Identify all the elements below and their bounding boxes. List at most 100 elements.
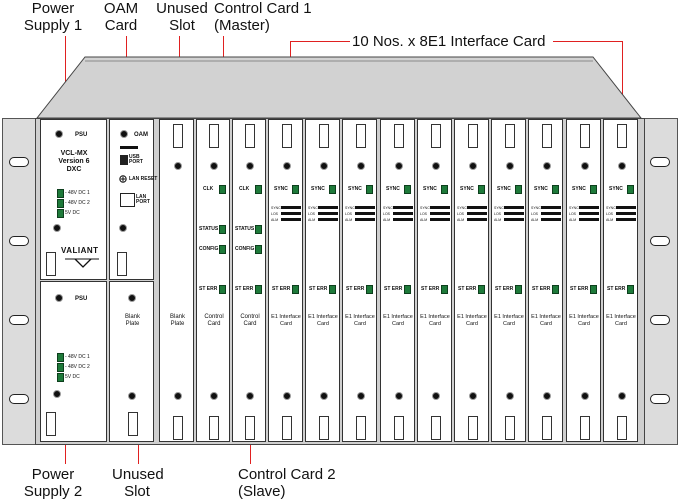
sync-label: SYNC [386, 186, 400, 192]
control-card-label: Control Card [240, 314, 260, 327]
psu1-title: PSU [75, 132, 88, 138]
card-handle[interactable] [542, 124, 552, 148]
led-icon [441, 185, 448, 194]
st-err-label: ST ERR [384, 286, 403, 292]
status-label: STATUS [235, 226, 255, 232]
card-handle[interactable] [173, 416, 183, 440]
e1-card-label: E1 Interface Card [383, 314, 413, 327]
port-row-label: LOS [271, 212, 279, 216]
card-handle[interactable] [209, 416, 219, 440]
screw-icon [119, 224, 127, 232]
led-icon [627, 285, 634, 294]
st-err-label: ST ERR [421, 286, 440, 292]
st-err-label: ST ERR [532, 286, 551, 292]
card-handle[interactable] [431, 124, 441, 148]
sync-label: SYNC [460, 186, 474, 192]
e1-card-label: E1 Interface Card [494, 314, 524, 327]
card-handle[interactable] [209, 124, 219, 148]
card-handle[interactable] [617, 416, 627, 440]
led-icon [57, 373, 64, 382]
port-row-label: ALM [606, 218, 614, 222]
card-handle[interactable] [431, 416, 441, 440]
led-icon [219, 225, 226, 234]
led-icon [515, 285, 522, 294]
card-handle[interactable] [319, 124, 329, 148]
st-err-label: ST ERR [570, 286, 589, 292]
port-led-strip-icon [504, 218, 524, 221]
port-led-strip-icon [430, 212, 450, 215]
port-led-strip-icon [430, 218, 450, 221]
port-row-label: SYNC [531, 206, 541, 210]
port-row-label: LOS [420, 212, 428, 216]
port-led-strip-icon [579, 206, 599, 209]
valiant-logo: VALIANT [61, 246, 99, 255]
card-handle[interactable] [245, 124, 255, 148]
led-icon [590, 285, 597, 294]
card-handle[interactable] [468, 124, 478, 148]
card-handle[interactable] [128, 412, 138, 436]
port-led-strip-icon [355, 212, 375, 215]
card-handle[interactable] [46, 252, 56, 276]
power-supply-2-callout: Power Supply 2 [23, 466, 83, 500]
screw-icon [543, 162, 551, 170]
usb-port-icon[interactable] [120, 155, 128, 165]
card-handle[interactable] [468, 416, 478, 440]
led-icon [590, 185, 597, 194]
card-handle[interactable] [617, 124, 627, 148]
card-handle[interactable] [319, 416, 329, 440]
led-icon [292, 285, 299, 294]
screw-icon [506, 162, 514, 170]
screw-icon [618, 392, 626, 400]
card-handle[interactable] [173, 124, 183, 148]
screw-icon [210, 162, 218, 170]
card-handle[interactable] [542, 416, 552, 440]
st-err-label: ST ERR [346, 286, 365, 292]
blank-plate-tall: Blank Plate [159, 119, 194, 442]
card-handle[interactable] [356, 416, 366, 440]
lan-port-icon[interactable] [120, 193, 135, 207]
card-handle[interactable] [505, 416, 515, 440]
psu1-led-label: - 48V DC 1 [65, 190, 90, 196]
port-led-strip-icon [541, 218, 561, 221]
led-icon [57, 363, 64, 372]
card-handle[interactable] [46, 412, 56, 436]
port-row-label: ALM [383, 218, 391, 222]
card-handle[interactable] [117, 252, 127, 276]
oam-title: OAM [134, 132, 148, 138]
right-rack-ear [643, 118, 678, 445]
led-icon [219, 245, 226, 254]
port-row-label: LOS [308, 212, 316, 216]
card-handle[interactable] [282, 416, 292, 440]
card-handle[interactable] [356, 124, 366, 148]
led-icon [627, 185, 634, 194]
psu2-title: PSU [75, 296, 88, 302]
port-led-strip-icon [579, 212, 599, 215]
screw-icon [320, 392, 328, 400]
led-icon [552, 185, 559, 194]
clk-label: CLK [239, 186, 250, 192]
screw-icon [283, 392, 291, 400]
led-icon [255, 185, 262, 194]
control-card-2-callout: Control Card 2 (Slave) [238, 466, 336, 500]
card-handle[interactable] [580, 124, 590, 148]
led-icon [329, 185, 336, 194]
card-handle[interactable] [394, 124, 404, 148]
screw-icon [174, 162, 182, 170]
led-icon [255, 245, 262, 254]
card-handle[interactable] [245, 416, 255, 440]
led-icon [292, 185, 299, 194]
lan-reset-icon[interactable] [119, 175, 127, 183]
status-label: STATUS [199, 226, 219, 232]
card-handle[interactable] [580, 416, 590, 440]
card-handle[interactable] [282, 124, 292, 148]
card-handle[interactable] [505, 124, 515, 148]
screw-icon [395, 392, 403, 400]
led-icon [329, 285, 336, 294]
power-supply-1-callout: Power Supply 1 [23, 0, 83, 34]
card-handle[interactable] [394, 416, 404, 440]
blank-plate-label: Blank Plate [124, 314, 140, 327]
